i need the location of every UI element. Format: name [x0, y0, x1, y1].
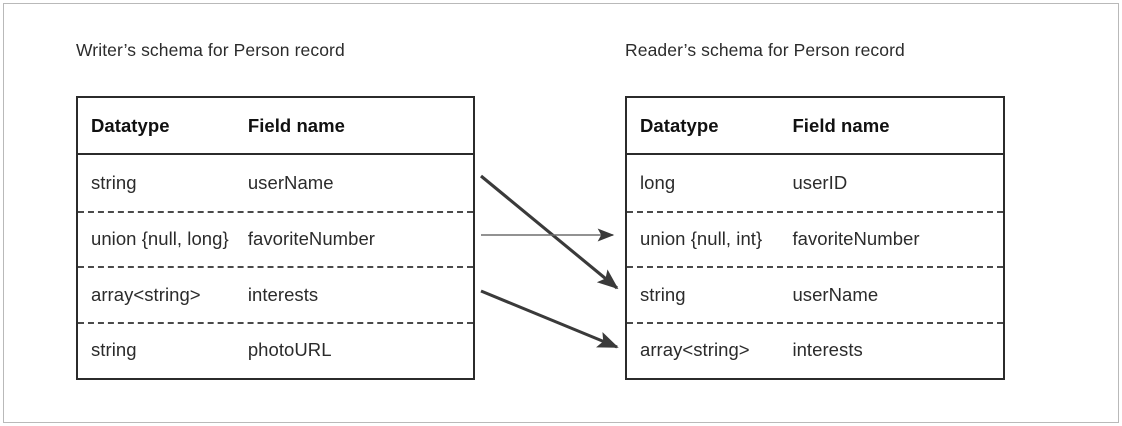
reader-row-3-field-name: interests: [792, 339, 863, 361]
writer-row-3-field-name: photoURL: [247, 339, 332, 361]
writer-header-datatype: Datatype: [91, 114, 170, 136]
reader-row-0-datatype: long: [640, 171, 676, 193]
writer-header-field-name: Field name: [247, 114, 345, 136]
reader-row-3-datatype: array<string>: [640, 339, 750, 361]
writer-table-header-row: Datatype Field name: [78, 98, 473, 155]
writer-schema-table: Datatype Field name string userName unio…: [76, 96, 475, 380]
table-row: union {null, int} favoriteNumber: [627, 210, 1003, 267]
table-row: string userName: [627, 266, 1003, 322]
reader-row-2-field-name: userName: [792, 283, 879, 305]
reader-row-1-datatype: union {null, int}: [640, 228, 763, 250]
table-row: string userName: [78, 155, 473, 211]
reader-schema-title: Reader’s schema for Person record: [625, 40, 905, 60]
reader-table-header-row: Datatype Field name: [627, 98, 1003, 155]
table-row: string photoURL: [78, 321, 473, 378]
writer-row-3-datatype: string: [91, 339, 137, 361]
reader-header-field-name: Field name: [792, 114, 890, 136]
writer-schema-panel: Writer’s schema for Person record Dataty…: [76, 40, 476, 380]
reader-row-2-datatype: string: [640, 283, 686, 305]
reader-schema-table: Datatype Field name long userID union {n…: [625, 96, 1005, 380]
table-row: array<string> interests: [78, 266, 473, 322]
table-row: array<string> interests: [627, 321, 1003, 378]
writer-row-1-field-name: favoriteNumber: [247, 228, 376, 250]
writer-row-1-datatype: union {null, long}: [91, 228, 229, 250]
reader-schema-panel: Reader’s schema for Person record Dataty…: [625, 40, 1006, 380]
reader-row-1-field-name: favoriteNumber: [792, 228, 920, 250]
writer-row-2-datatype: array<string>: [91, 283, 201, 305]
writer-row-0-field-name: userName: [247, 171, 334, 193]
table-row: union {null, long} favoriteNumber: [78, 210, 473, 267]
table-row: long userID: [627, 155, 1003, 211]
reader-row-0-field-name: userID: [792, 171, 848, 193]
mapping-arrow-interests: [480, 289, 619, 349]
writer-row-2-field-name: interests: [247, 283, 319, 305]
reader-header-datatype: Datatype: [640, 114, 719, 136]
mapping-arrow-username: [480, 174, 619, 290]
writer-row-0-datatype: string: [91, 171, 137, 193]
writer-schema-title: Writer’s schema for Person record: [76, 40, 345, 60]
